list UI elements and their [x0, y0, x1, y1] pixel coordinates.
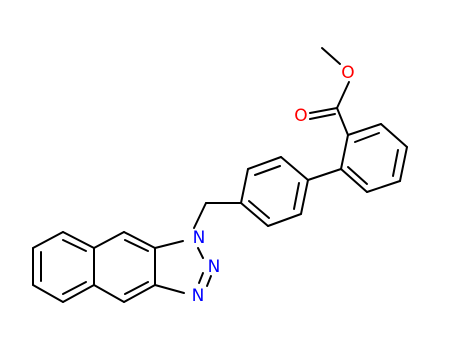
bond-nl-4: [32, 284, 64, 303]
bond-rb-inner-3: [347, 166, 368, 185]
bond-ch2-n1: [193, 202, 207, 229]
bond-n2-n3-a: [198, 272, 204, 284]
bond-nm-inner-1: [124, 239, 149, 252]
bond-nm-2: [93, 231, 125, 249]
bond-mb-1: [280, 156, 309, 181]
bonds: [32, 47, 408, 303]
bond-rb-3: [399, 146, 408, 182]
bond-mb-4: [240, 202, 269, 227]
bond-rb-inner-2: [392, 149, 399, 177]
bond-nm-inner-2: [124, 281, 149, 295]
bond-ester-ring: [336, 107, 349, 136]
bond-carbonyl-double-a: [309, 107, 338, 114]
bond-n2-n3-b: [206, 275, 212, 287]
bond-mb-inner-2: [248, 200, 270, 219]
bond-n1-c8a: [154, 240, 184, 249]
bond-mb-5: [267, 213, 302, 227]
bond-biphenyl: [307, 168, 342, 181]
bond-rb-4: [366, 180, 401, 193]
atom-labels: O O N N N: [192, 63, 355, 306]
atom-n2: N: [208, 257, 221, 277]
atom-o-methoxy: O: [341, 63, 354, 83]
bond-nl-inner-1: [62, 239, 87, 252]
atom-o-carbonyl: O: [294, 106, 307, 126]
atom-n1: N: [193, 228, 206, 248]
bond-nl-inner-3: [62, 281, 87, 295]
bond-carbonyl-double-b: [309, 113, 336, 120]
bond-mb-inner-3: [293, 182, 300, 210]
bond-mb-inner-1: [254, 165, 281, 176]
bond-nl-5: [62, 284, 95, 303]
bond-nl-1: [62, 231, 95, 249]
bond-nl-2: [32, 231, 64, 249]
bond-mb-6: [300, 179, 309, 215]
atom-n3: N: [192, 286, 205, 306]
bond-rb-2: [380, 123, 408, 148]
bond-rb-inner-1: [354, 132, 380, 143]
bond-rb-1: [347, 123, 382, 136]
bond-n3-c3a: [154, 284, 185, 294]
bond-rb-6: [340, 134, 349, 170]
bond-nm-4: [93, 284, 125, 303]
bond-rb-5: [340, 168, 368, 193]
bond-mb-2: [247, 156, 282, 170]
bond-nm-5: [123, 284, 156, 303]
bond-methyl-o: [321, 47, 341, 65]
bond-o-carbonylc: [336, 81, 350, 109]
bond-nm-1: [123, 231, 156, 249]
bond-n1-n2: [197, 247, 204, 259]
bond-mb-3: [240, 168, 249, 204]
